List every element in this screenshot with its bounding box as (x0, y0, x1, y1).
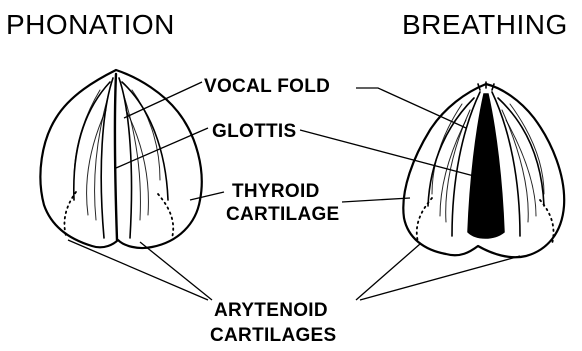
label-vocal-fold: VOCAL FOLD (204, 76, 330, 97)
title-breathing: BREATHING (402, 9, 568, 40)
larynx-breathing (403, 82, 564, 257)
leader-arytenoid-1 (68, 240, 208, 300)
leader-arytenoid-3 (356, 244, 420, 300)
label-arytenoid-line2: CARTILAGES (210, 325, 337, 346)
leader-arytenoid-2 (140, 242, 212, 300)
larynx-phonation (40, 70, 201, 248)
title-phonation: PHONATION (6, 9, 175, 40)
label-glottis: GLOTTIS (212, 121, 296, 142)
leader-thyroid-right (342, 198, 410, 202)
label-thyroid-line2: CARTILAGE (226, 204, 340, 225)
label-thyroid-line1: THYROID (232, 181, 320, 202)
leader-arytenoid-4 (360, 256, 520, 300)
label-arytenoid-line1: ARYTENOID (214, 300, 328, 321)
phonation-outline (40, 70, 201, 248)
